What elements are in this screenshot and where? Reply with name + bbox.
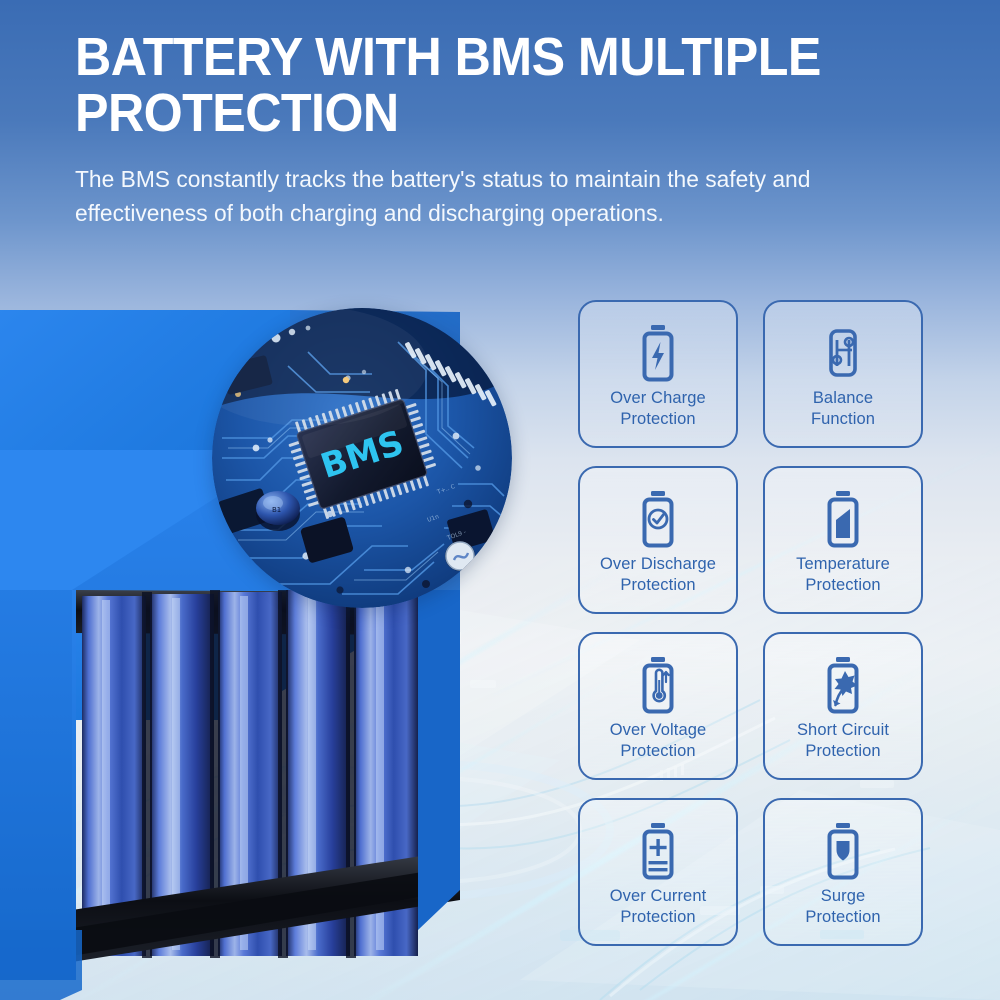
feature-label: Over Current Protection [609,886,707,926]
battery-level-icon [823,488,863,550]
battery-bolt-icon [638,322,678,384]
feature-label: Over Charge Protection [610,388,706,428]
battery-spark-icon [823,654,863,716]
battery-check-icon [638,488,678,550]
feature-card-grid: Over Charge Protection Balance Function [578,300,923,946]
feature-label: Short Circuit Protection [796,720,890,760]
feature-card-over-voltage[interactable]: Over Voltage Protection [578,632,738,780]
battery-thermometer-icon [638,654,678,716]
feature-card-over-current[interactable]: Over Current Protection [578,798,738,946]
feature-label: Temperature Protection [796,554,890,594]
battery-shield-icon [823,820,863,882]
feature-card-balance-function[interactable]: Balance Function [763,300,923,448]
feature-card-short-circuit[interactable]: Short Circuit Protection [763,632,923,780]
svg-text:U1n: U1n [426,513,440,524]
feature-label: Surge Protection [805,886,881,926]
feature-card-over-charge[interactable]: Over Charge Protection [578,300,738,448]
battery-plus-icon [638,820,678,882]
bms-circuit-board-photo: B1 T+.. C U1n TOL9 - [212,308,512,608]
feature-card-surge[interactable]: Surge Protection [763,798,923,946]
feature-label: Balance Function [810,388,876,428]
feature-card-temperature[interactable]: Temperature Protection [763,466,923,614]
feature-label: Over Voltage Protection [609,720,707,760]
page-title: BATTERY WITH BMS MULTIPLE PROTECTION [75,27,821,143]
page-subtitle: The BMS constantly tracks the battery's … [75,166,811,226]
feature-label: Over Discharge Protection [599,554,717,594]
svg-text:B1: B1 [272,506,281,514]
balance-slider-icon [823,322,863,384]
feature-card-over-discharge[interactable]: Over Discharge Protection [578,466,738,614]
header-block: BATTERY WITH BMS MULTIPLE PROTECTION The… [75,27,955,230]
